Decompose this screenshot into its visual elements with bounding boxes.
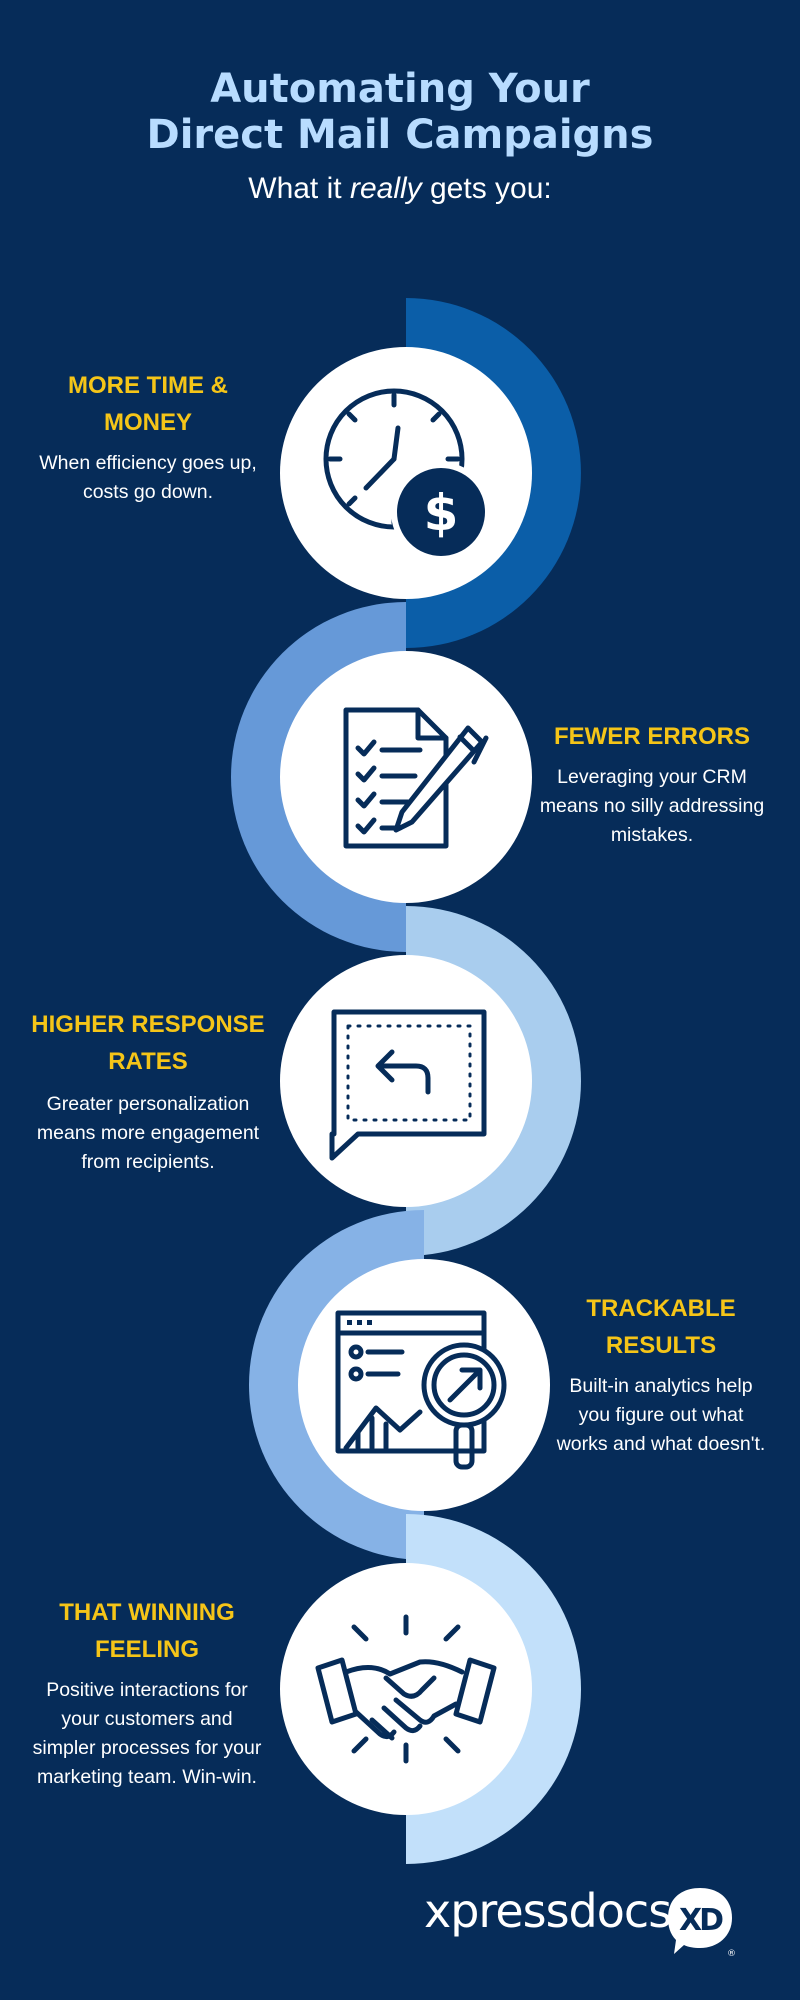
benefit-description: Greater personalization means more engag… xyxy=(36,1093,260,1173)
benefit-description: Positive interactions for your customers… xyxy=(32,1679,262,1788)
benefit-higher-response-rates: HIGHER RESPONSE RATES Greater personaliz… xyxy=(22,1006,274,1177)
title-line-2: Direct Mail Campaigns xyxy=(146,112,654,158)
benefit-more-time-money: MORE TIME & MONEY When efficiency goes u… xyxy=(26,367,270,507)
benefit-heading: MORE TIME & MONEY xyxy=(68,372,228,436)
brand-logo-icon: XD ® xyxy=(668,1888,736,1959)
brand-wordmark: xpressdocs xyxy=(424,1884,672,1938)
subtitle-prefix: What it xyxy=(248,172,350,205)
handshake-icon xyxy=(315,1614,497,1764)
benefit-description: When efficiency goes up, costs go down. xyxy=(39,452,257,503)
circle-5 xyxy=(280,1563,532,1815)
benefit-heading: HIGHER RESPONSE RATES xyxy=(31,1011,265,1075)
subtitle: What it really gets you: xyxy=(0,172,800,206)
checklist-pen-icon xyxy=(343,707,489,849)
reply-message-icon xyxy=(329,1009,487,1161)
logo-mark-text: XD xyxy=(679,1903,723,1938)
benefit-fewer-errors: FEWER ERRORS Leveraging your CRM means n… xyxy=(538,718,766,850)
benefit-trackable-results: TRACKABLE RESULTS Built-in analytics hel… xyxy=(554,1290,768,1459)
subtitle-emphasis: really xyxy=(349,172,422,205)
benefit-heading: THAT WINNING FEELING xyxy=(59,1599,235,1663)
benefit-winning-feeling: THAT WINNING FEELING Positive interactio… xyxy=(30,1594,264,1792)
benefit-description: Built-in analytics help you figure out w… xyxy=(556,1375,766,1455)
title-line-1: Automating Your xyxy=(210,66,590,112)
analytics-magnifier-icon xyxy=(335,1310,507,1470)
circle-3 xyxy=(280,955,532,1207)
registered-mark: ® xyxy=(727,1949,736,1959)
subtitle-suffix: gets you: xyxy=(421,172,552,205)
svg-text:$: $ xyxy=(424,484,459,542)
clock-dollar-icon: $ xyxy=(323,388,491,562)
circle-1 xyxy=(280,347,532,599)
benefit-heading: TRACKABLE RESULTS xyxy=(586,1295,736,1359)
benefit-description: Leveraging your CRM means no silly addre… xyxy=(539,766,765,846)
benefit-heading: FEWER ERRORS xyxy=(553,723,750,750)
